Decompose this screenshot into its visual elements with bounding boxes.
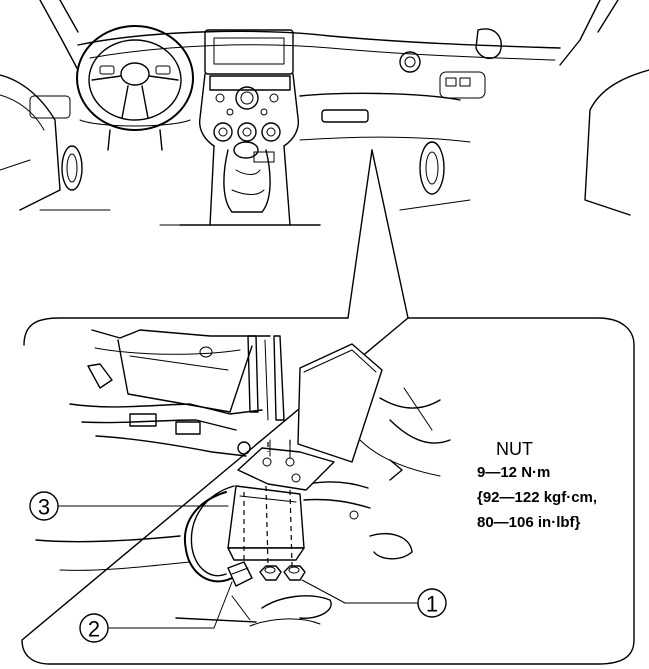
torque-spec: NUT 9—12 N·m {92—122 kgf·cm, 80—106 in·l… bbox=[477, 439, 597, 531]
callout-1-label: 1 bbox=[426, 592, 438, 617]
nut-right bbox=[283, 565, 306, 581]
nut-left bbox=[259, 565, 282, 581]
spec-line-3: 80—106 in·lbf} bbox=[477, 514, 581, 531]
detail-view bbox=[35, 329, 451, 627]
dashboard-overview bbox=[0, 0, 649, 319]
spec-line-1: 9—12 N·m bbox=[477, 464, 550, 481]
detail-view-frame bbox=[21, 317, 635, 665]
spec-line-2: {92—122 kgf·cm, bbox=[477, 489, 597, 506]
callout-1: 1 bbox=[301, 579, 447, 618]
callout-2-label: 2 bbox=[88, 617, 100, 642]
callout-2: 2 bbox=[79, 581, 233, 643]
callout-3: 3 bbox=[29, 491, 229, 521]
spec-title: NUT bbox=[496, 439, 533, 459]
callout-3-label: 3 bbox=[38, 495, 50, 520]
